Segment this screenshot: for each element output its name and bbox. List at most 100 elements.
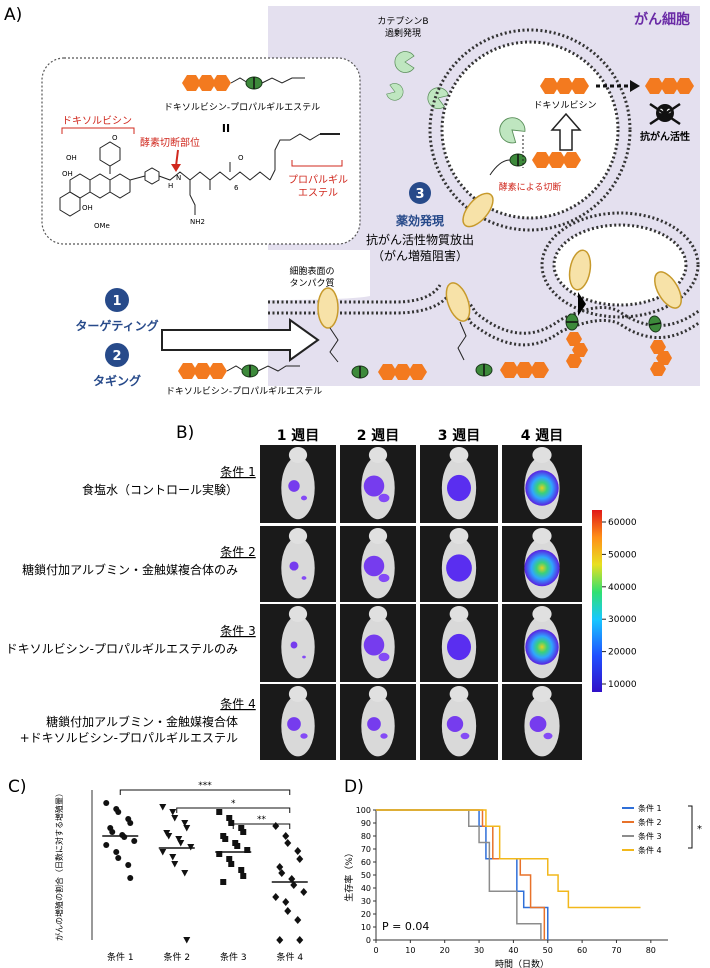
data-point <box>113 849 120 855</box>
data-point <box>171 861 179 868</box>
doxorubicin-bracket <box>61 127 135 134</box>
bottom-alkyne <box>257 365 300 372</box>
ivis-image-r4-c2 <box>340 684 416 760</box>
y-tick-label: 40 <box>361 884 371 893</box>
panel-c-label: C) <box>8 777 27 797</box>
x-tick-label: 80 <box>646 946 656 955</box>
bottom-linker <box>226 365 245 372</box>
ivis-image-r1-c4 <box>502 445 582 523</box>
colorbar-tick-label: 40000 <box>608 583 637 593</box>
signal-spot <box>529 716 547 732</box>
x-tick-label: 条件 2 <box>163 951 190 963</box>
data-point <box>276 863 284 871</box>
box-dox-chain <box>182 75 231 91</box>
data-point <box>228 820 235 826</box>
data-point <box>284 907 292 915</box>
legend-entry: 条件 3 <box>638 831 662 841</box>
step3-desc-1: 抗がん活性物質放出 <box>366 232 474 247</box>
signal-area <box>525 629 559 665</box>
mouse-head <box>288 606 308 622</box>
released-dox-chain <box>540 78 589 94</box>
x-tick-label: 条件 1 <box>107 951 134 963</box>
data-point <box>103 842 110 848</box>
data-point <box>296 936 304 944</box>
mouse-head <box>368 686 388 702</box>
condition-title-4: 条件 4 <box>220 697 255 711</box>
mouse-head <box>288 528 308 544</box>
data-point <box>272 893 280 901</box>
equals-sign: II <box>222 122 230 135</box>
step3-desc-2: （がん増殖阻害） <box>372 248 468 263</box>
box-egg <box>245 76 263 90</box>
data-point <box>125 862 132 868</box>
signal-spot <box>301 576 307 580</box>
mouse-head <box>368 528 388 544</box>
inner-dox-chain <box>532 152 581 168</box>
data-point <box>169 809 177 816</box>
data-point <box>159 804 167 811</box>
data-point <box>226 856 233 862</box>
data-point <box>181 820 189 827</box>
ivis-image-r2-c2 <box>340 526 416 602</box>
released-dox-label: ドキソルビシン <box>533 100 596 111</box>
enzyme-cleavage-label: 酵素による切断 <box>499 181 562 193</box>
data-point <box>216 809 223 815</box>
condition-title-2: 条件 2 <box>220 545 255 559</box>
x-tick-label: 条件 4 <box>276 951 303 963</box>
y-tick-label: 60 <box>361 858 371 867</box>
signal-spot <box>300 733 308 739</box>
tag-linker-1 <box>329 327 339 363</box>
vesicle-outer <box>428 28 632 232</box>
data-point <box>121 834 128 840</box>
mouse-head <box>532 528 552 544</box>
tag-linker-3 <box>578 292 586 316</box>
data-point <box>109 829 116 835</box>
y-tick-label: 90 <box>361 819 371 828</box>
data-point <box>177 840 185 847</box>
cancer-cell-label: がん細胞 <box>634 11 690 28</box>
signal-spot <box>300 495 308 501</box>
x-tick-label: 条件 3 <box>220 951 247 963</box>
mouse-head <box>368 447 388 463</box>
data-point <box>171 815 179 822</box>
condition-desc-4-2: +ドキソルビシン-プロパルギルエステル <box>20 731 238 745</box>
data-point <box>228 861 235 867</box>
signal-area <box>446 474 472 502</box>
condition-desc-4-1: 糖鎖付加アルブミン・金触媒複合体 <box>46 714 238 729</box>
significance-bracket <box>119 789 291 795</box>
tag-egg-3 <box>565 313 579 331</box>
data-point <box>115 855 122 861</box>
condition-title-1: 条件 1 <box>220 465 255 479</box>
mouse-head <box>288 447 308 463</box>
panel-d-label: D) <box>344 777 364 797</box>
significance-star: * <box>697 824 702 835</box>
ivis-image-r3-c4 <box>502 604 582 682</box>
colorbar-tick-label: 50000 <box>608 550 637 560</box>
data-point <box>127 875 134 881</box>
x-tick-label: 70 <box>611 946 621 955</box>
y-tick-label: 30 <box>361 897 371 906</box>
data-point <box>278 869 286 877</box>
chem-oh-1: OH <box>66 154 77 162</box>
week-header-1: 1 週目 <box>277 428 320 444</box>
data-point <box>216 851 223 857</box>
bottom-egg <box>241 364 259 378</box>
surface-protein-label-1: 細胞表面の <box>289 265 334 277</box>
step1-circle <box>105 288 129 312</box>
signal-spot <box>363 475 385 497</box>
signal-spot <box>543 732 553 740</box>
box-alkyne <box>261 77 305 84</box>
cell-membrane-outer <box>268 284 442 304</box>
x-tick-label: 60 <box>577 946 587 955</box>
signal-spot <box>378 573 390 583</box>
data-point <box>238 825 245 831</box>
y-tick-label: 20 <box>361 910 371 919</box>
signal-spot <box>460 732 470 740</box>
data-point <box>276 936 284 944</box>
signal-spot <box>380 733 388 739</box>
x-tick-label: 0 <box>373 946 378 955</box>
free-dox-chain <box>645 78 694 94</box>
legend-entry: 条件 2 <box>638 817 662 827</box>
signal-area <box>525 470 559 506</box>
